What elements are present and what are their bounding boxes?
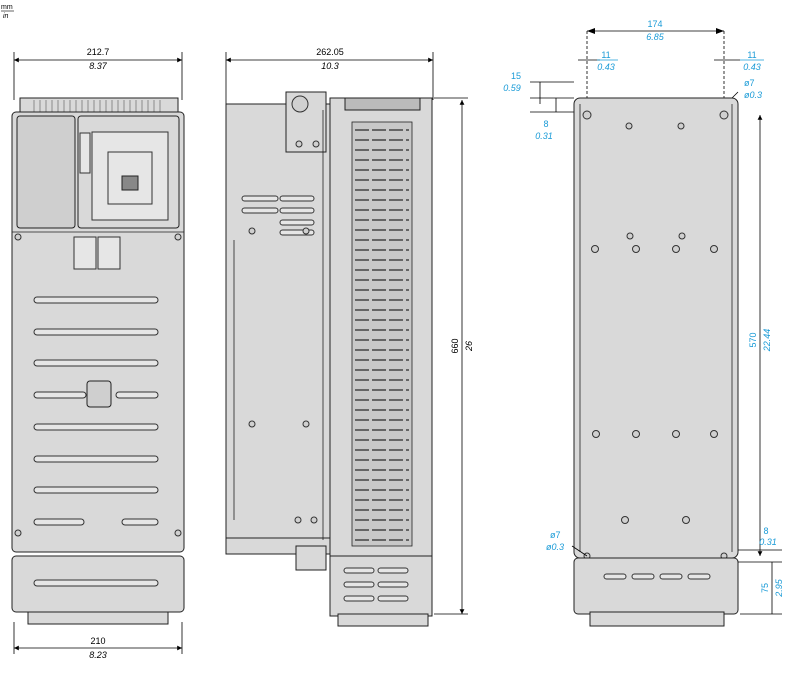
- rear-top-hole-in: ø0.3: [744, 90, 762, 100]
- front-view: 212.7 8.37: [11, 47, 185, 660]
- rear-top-offset-mm: 15: [511, 71, 521, 81]
- rear-top-inset-mm: 8: [543, 119, 548, 129]
- unit-in-label: in: [3, 13, 9, 20]
- side-view: 262.05 10.3: [225, 47, 474, 627]
- rear-view: 174 6.85 11 0.43 11 0.43 15 0.59 8 0.31 …: [503, 19, 784, 627]
- rear-left-offset-in: 0.43: [597, 62, 615, 72]
- side-height-mm: 660: [450, 338, 460, 353]
- rear-spacing-in: 6.85: [646, 32, 665, 42]
- front-bottom-width-in: 8.23: [89, 650, 107, 660]
- rear-top-offset-in: 0.59: [503, 83, 521, 93]
- unit-mm-label: mm: [1, 4, 13, 11]
- rear-bottom-height-in: 2.95: [774, 578, 784, 598]
- rear-right-offset-in: 0.43: [743, 62, 761, 72]
- rear-vertical-spacing-mm: 570: [748, 332, 758, 347]
- rear-left-offset-mm: 11: [601, 50, 610, 60]
- rear-right-offset-mm: 11: [747, 50, 756, 60]
- rear-bottom-inset-mm: 8: [763, 526, 768, 536]
- rear-bottom-inset-in: 0.31: [759, 537, 777, 547]
- front-top-width-mm: 212.7: [87, 47, 110, 57]
- rear-top-inset-in: 0.31: [535, 131, 553, 141]
- front-top-width-in: 8.37: [89, 61, 108, 71]
- rear-bottom-hole-mm: ø7: [550, 530, 561, 540]
- rear-vertical-spacing-in: 22.44: [762, 329, 772, 353]
- side-depth-in: 10.3: [321, 61, 339, 71]
- front-bottom-width-mm: 210: [90, 636, 105, 646]
- rear-bottom-height-mm: 75: [760, 583, 770, 593]
- heatsink-fins: [351, 121, 413, 547]
- units-legend: mm in: [1, 4, 14, 20]
- side-depth-mm: 262.05: [316, 47, 344, 57]
- rear-spacing-mm: 174: [647, 19, 662, 29]
- rear-top-hole-mm: ø7: [744, 78, 755, 88]
- side-height-in: 26: [464, 341, 474, 352]
- rear-bottom-hole-in: ø0.3: [546, 542, 564, 552]
